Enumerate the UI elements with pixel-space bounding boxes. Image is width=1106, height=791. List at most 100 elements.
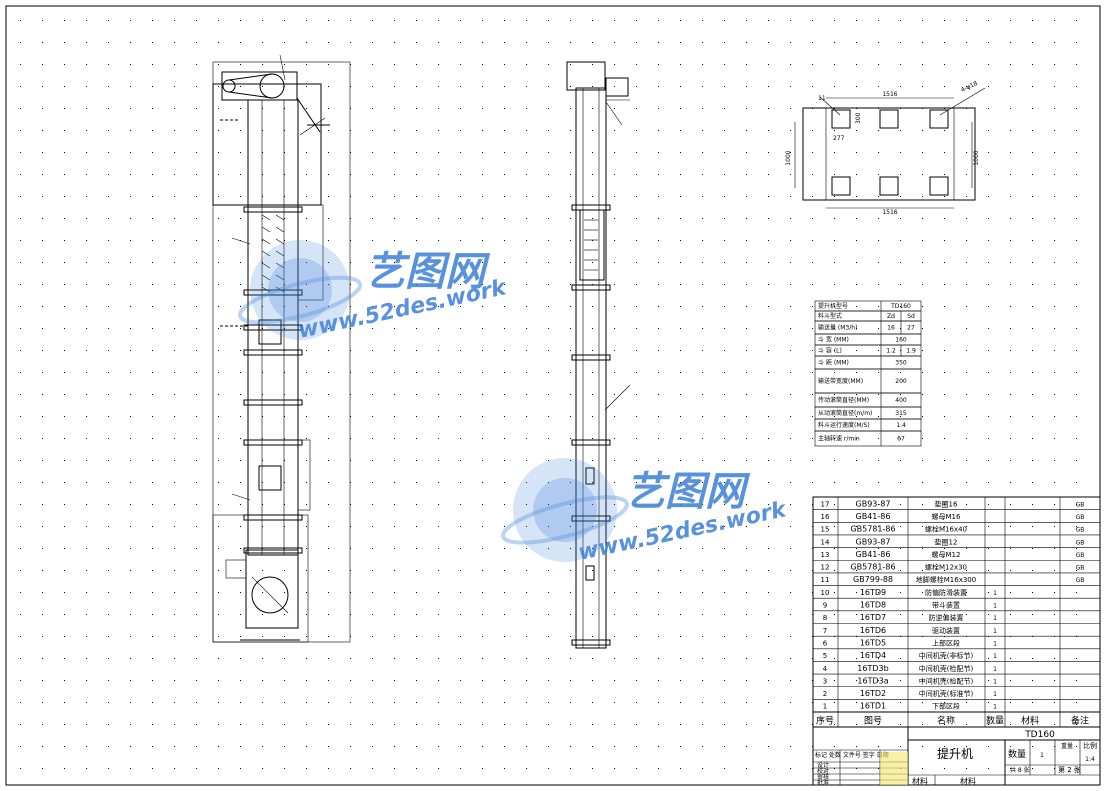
side-door-small xyxy=(585,467,595,485)
side-flange xyxy=(571,439,611,446)
flange xyxy=(243,547,303,554)
bom-code: 16TD3a xyxy=(857,676,888,685)
anchor-bolt xyxy=(929,109,949,129)
head-housing xyxy=(212,83,322,206)
flange xyxy=(243,399,303,406)
flange xyxy=(243,514,303,521)
sign-row-label: 审核 xyxy=(817,773,829,781)
bom-no: 17 xyxy=(821,500,830,508)
boot-pulley xyxy=(251,576,289,614)
bom-qty: 1 xyxy=(993,691,997,698)
spec-label: 传动滚筒直径(MM) xyxy=(818,396,869,404)
bom-header-qty: 数量 xyxy=(986,715,1004,727)
bom-no: 12 xyxy=(821,564,830,572)
watermark-brand-lower: 艺图网 xyxy=(625,469,751,515)
bom-header-no: 序号 xyxy=(816,715,834,727)
bom-no: 4 xyxy=(823,665,828,673)
anchor-bolt xyxy=(929,176,949,196)
side-elevation xyxy=(566,61,631,649)
spec-label: 料斗型式 xyxy=(818,312,842,320)
spec-value: 160 xyxy=(895,337,907,344)
feed-inlet xyxy=(225,559,247,579)
bom-qty: 1 xyxy=(993,704,997,711)
spec-value-2: Sd xyxy=(907,313,915,320)
bom-note: GB xyxy=(1076,539,1085,546)
sign-row-label: 设计 xyxy=(817,761,829,769)
sign-row-label: 校对 xyxy=(817,767,829,775)
bom-no: 10 xyxy=(821,589,830,597)
bom-code: 16TD8 xyxy=(860,601,886,610)
bom-name: 螺母M16 xyxy=(932,512,961,521)
dim-left: 1000 xyxy=(785,150,792,165)
bom-name: 垫圈12 xyxy=(935,537,958,546)
spec-value-1: Zd xyxy=(887,313,895,320)
bom-qty: 1 xyxy=(993,666,997,673)
tension-wheel xyxy=(222,79,236,93)
bom-code: 16TD5 xyxy=(860,638,886,647)
flange xyxy=(243,439,303,446)
label-inner2: 300 xyxy=(855,112,862,124)
bom-name: 垫圈16 xyxy=(935,499,958,508)
anchor-bolt xyxy=(831,176,851,196)
bom-code: 16TD2 xyxy=(860,689,886,698)
bom-name: 中间机壳(非标节) xyxy=(919,651,974,660)
spec-value: 400 xyxy=(895,397,907,404)
bom-no: 13 xyxy=(821,551,830,559)
casing-flanges xyxy=(243,206,303,554)
bom-qty: 1 xyxy=(993,640,997,647)
bom-code: 16TD1 xyxy=(860,702,886,711)
spec-label: 斗 宽 (MM) xyxy=(818,336,849,344)
boot-frame xyxy=(212,514,309,643)
spec-value-2: 27 xyxy=(907,325,915,332)
sign-header: 标记 处数 文件号 签字 日期 xyxy=(815,751,889,759)
spec-value: 200 xyxy=(895,378,907,385)
side-inspection-window xyxy=(579,209,605,281)
spec-value: 67 xyxy=(897,436,905,443)
boot-section xyxy=(245,549,299,629)
flange xyxy=(243,324,303,331)
bom-note: GB xyxy=(1076,514,1085,521)
bom-name: 下部区段 xyxy=(932,702,960,711)
spec-label: 主轴转速 r/min xyxy=(818,435,860,443)
side-casing-flanges xyxy=(571,204,611,646)
bom-no: 8 xyxy=(823,614,827,622)
bom-name: 螺母M12 xyxy=(932,550,961,559)
side-flange xyxy=(571,639,611,646)
spec-label: 斗 容 (L) xyxy=(818,347,842,355)
drawing-border xyxy=(5,5,1101,786)
spec-row xyxy=(814,430,922,447)
discharge-spout xyxy=(297,204,324,301)
top-view: 1516 1516 1000 1000 11 4-φ18 277 300 xyxy=(785,80,986,216)
base-plate xyxy=(802,107,976,201)
side-flange xyxy=(571,515,611,522)
scale-label: 比例 xyxy=(1083,741,1097,750)
bom-name: 螺栓M16x40 xyxy=(925,525,967,534)
bom-name: 防偏防滑装置 xyxy=(925,588,967,597)
bom-code: GB93-87 xyxy=(856,499,891,508)
bom-header-material: 材料 xyxy=(1021,715,1039,727)
bom-name: 地脚螺栓M16x300 xyxy=(916,575,976,584)
side-column xyxy=(575,87,607,649)
bom-no: 14 xyxy=(821,538,830,546)
spec-value-2: 1.9 xyxy=(906,348,916,355)
qty-label: 数量 xyxy=(1008,748,1026,760)
bom-no: 1 xyxy=(823,703,827,711)
bom-qty: 1 xyxy=(993,653,997,660)
dim-top: 1516 xyxy=(882,91,897,98)
bom-note: GB xyxy=(1076,501,1085,508)
head-pulley-box xyxy=(221,71,298,101)
anchor-bolts xyxy=(831,109,949,196)
bom-qty: 1 xyxy=(993,678,997,685)
flange xyxy=(243,206,303,213)
side-door-bottom xyxy=(585,565,595,581)
spec-value-1: 16 xyxy=(887,325,895,332)
inspection-door-upper xyxy=(258,319,282,345)
bom-note: GB xyxy=(1076,577,1085,584)
anchor-bolt xyxy=(831,109,851,129)
label-inner: 277 xyxy=(833,135,845,142)
spec-label: 输送带宽度(MM) xyxy=(818,377,863,385)
